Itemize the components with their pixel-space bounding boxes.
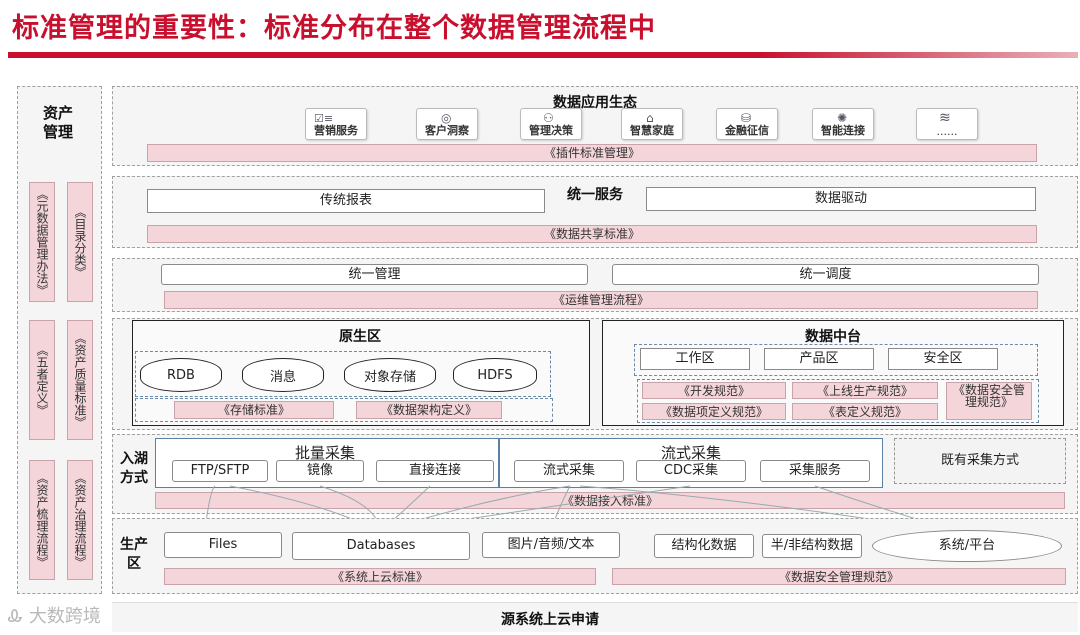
data-access-standard: 《数据接入标准》	[155, 492, 1065, 509]
footer-bar	[112, 602, 1078, 632]
semi-structured-data-source: 半/非结构数据	[762, 534, 862, 558]
title-divider	[8, 52, 1078, 58]
development-standard: 《开发规范》	[642, 382, 786, 399]
cloud-application-footer: 源系统上云申请	[501, 612, 599, 628]
metadata-management-standard: 《元数据管理办法》	[29, 182, 55, 302]
system-platform-source: 系统/平台	[872, 530, 1062, 562]
direct-connect-ingest: 直接连接	[376, 460, 494, 482]
smart-connection-card: ✺ 智能连接	[812, 108, 874, 140]
production-release-standard: 《上线生产规范》	[792, 382, 938, 399]
asset-governance-process: 《资产治理流程》	[67, 460, 93, 580]
databases-source: Databases	[292, 532, 470, 560]
coins-icon: ⛁	[741, 111, 752, 125]
data-driven-box: 数据驱动	[646, 187, 1036, 211]
checklist-icon: ☑≡	[314, 112, 334, 125]
stream-collect: 流式采集	[514, 460, 624, 482]
unified-scheduling-box: 统一调度	[612, 264, 1039, 285]
files-source: Files	[164, 532, 282, 558]
message-store: 消息	[242, 358, 324, 392]
asset-management-label: 资产管理	[42, 104, 73, 141]
raw-standards-group	[135, 398, 553, 422]
collect-service: 采集服务	[760, 460, 870, 482]
unified-management-box: 统一管理	[161, 264, 588, 285]
management-decision-card: ⚇ 管理决策	[520, 108, 582, 140]
traditional-report-box: 传统报表	[147, 189, 545, 213]
work-area: 工作区	[640, 348, 750, 370]
home-icon: ⌂	[646, 111, 654, 125]
raw-zone-label: 原生区	[339, 329, 381, 345]
watermark-logo-icon: Ꮂ	[8, 606, 24, 627]
customer-insight-card: ◎ 客户洞察	[416, 108, 478, 140]
plugin-standard: 《插件标准管理》	[147, 144, 1037, 162]
watermark: Ꮂ 大数跨境	[8, 606, 101, 627]
existing-ingest-box: 既有采集方式	[894, 438, 1066, 484]
data-center-label: 数据中台	[805, 329, 861, 345]
data-security-standard: 《数据安全管理规范》	[946, 382, 1032, 420]
data-sharing-standard: 《数据共享标准》	[147, 225, 1037, 243]
asset-sorting-process: 《资产梳理流程》	[29, 460, 55, 580]
people-icon: ⚇	[543, 111, 554, 125]
product-area: 产品区	[764, 348, 874, 370]
financial-credit-card: ⛁ 金融征信	[716, 108, 778, 140]
ops-management-standard: 《运维管理流程》	[164, 291, 1038, 309]
stream-ingest-label: 流式采集	[660, 444, 721, 462]
catalog-classification-standard: 《目录分类》	[67, 182, 93, 302]
target-icon: ◎	[441, 111, 452, 125]
batch-ingest-label: 批量采集	[294, 444, 355, 462]
mirror-ingest: 镜像	[276, 460, 364, 482]
ecosystem-label: 数据应用生态	[553, 95, 637, 111]
marketing-service-card: ☑≡ 营销服务	[305, 108, 367, 140]
production-data-security-standard: 《数据安全管理规范》	[612, 568, 1066, 585]
cdc-collect: CDC采集	[636, 460, 746, 482]
service-label: 统一服务	[567, 187, 623, 203]
smart-home-card: ⌂ 智慧家庭	[621, 108, 683, 140]
data-center-areas-group	[634, 344, 1038, 376]
network-icon: ✺	[837, 111, 848, 125]
media-source: 图片/音频/文本	[482, 532, 620, 558]
system-cloud-standard: 《系统上云标准》	[164, 568, 596, 585]
structured-data-source: 结构化数据	[654, 534, 754, 558]
asset-quality-standard: 《资产质量标准》	[67, 320, 93, 440]
hdfs-store: HDFS	[453, 358, 537, 392]
production-label: 生产区	[120, 537, 148, 572]
object-store: 对象存储	[344, 358, 436, 392]
five-definition-standard: 《五者定义》	[29, 320, 55, 440]
layers-icon: ≋	[939, 110, 951, 126]
data-architecture-standard: 《数据架构定义》	[356, 401, 502, 419]
storage-standard: 《存储标准》	[174, 401, 334, 419]
data-center-standards-group	[637, 379, 1039, 423]
ftp-ingest: FTP/SFTP	[172, 460, 268, 482]
rdb-store: RDB	[140, 358, 222, 392]
security-area: 安全区	[888, 348, 998, 370]
page-title: 标准管理的重要性：标准分布在整个数据管理流程中	[12, 13, 656, 44]
data-item-definition-standard: 《数据项定义规范》	[642, 403, 786, 420]
table-definition-standard: 《表定义规范》	[792, 403, 938, 420]
raw-stores-group	[135, 351, 551, 397]
more-card: ≋ ......	[916, 108, 978, 140]
ingest-label: 入湖方式	[120, 451, 148, 486]
